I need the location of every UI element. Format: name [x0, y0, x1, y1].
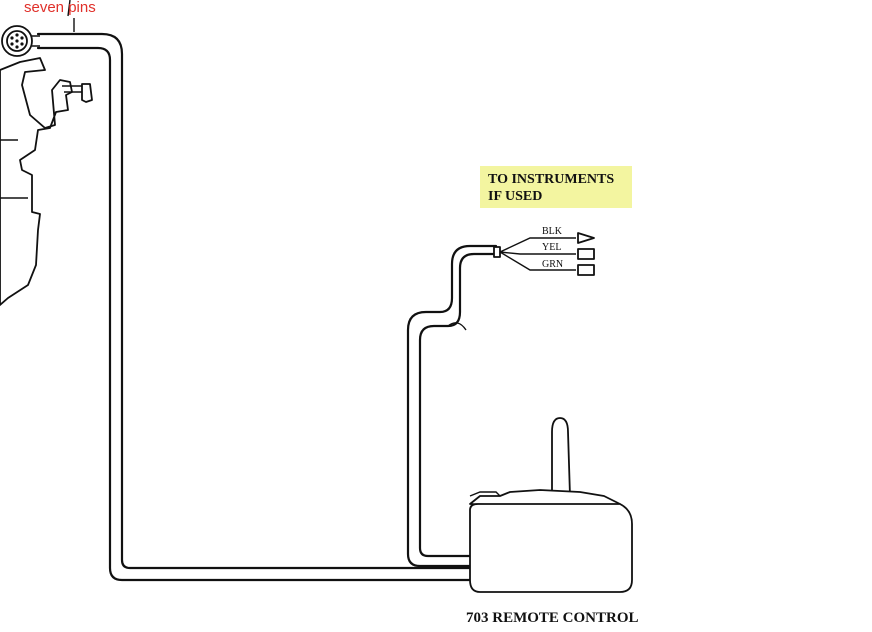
grn-box-terminal	[577, 264, 595, 276]
main-harness-cable	[36, 32, 472, 582]
remote-control-label: 703 REMOTE CONTROL	[466, 610, 639, 626]
control-handle	[551, 417, 571, 497]
instruments-note-line2: IF USED	[488, 189, 543, 204]
instruments-note: TO INSTRUMENTS IF USED	[480, 166, 632, 208]
seven-pin-connector	[1, 25, 40, 57]
yel-box-terminal	[577, 248, 595, 260]
wire-label-blk: BLK	[542, 226, 562, 237]
instruments-note-line1: TO INSTRUMENTS	[488, 172, 615, 187]
callout-leader	[67, 0, 75, 32]
wire-label-yel: YEL	[542, 242, 562, 253]
blk-arrow-terminal	[577, 232, 595, 244]
instrument-cable	[406, 244, 498, 568]
wire-breakout	[493, 232, 595, 276]
connector-callout-label: seven pins	[24, 0, 96, 16]
engine-outline	[0, 57, 93, 306]
wire-label-grn: GRN	[542, 259, 564, 270]
remote-control-unit	[469, 417, 633, 593]
